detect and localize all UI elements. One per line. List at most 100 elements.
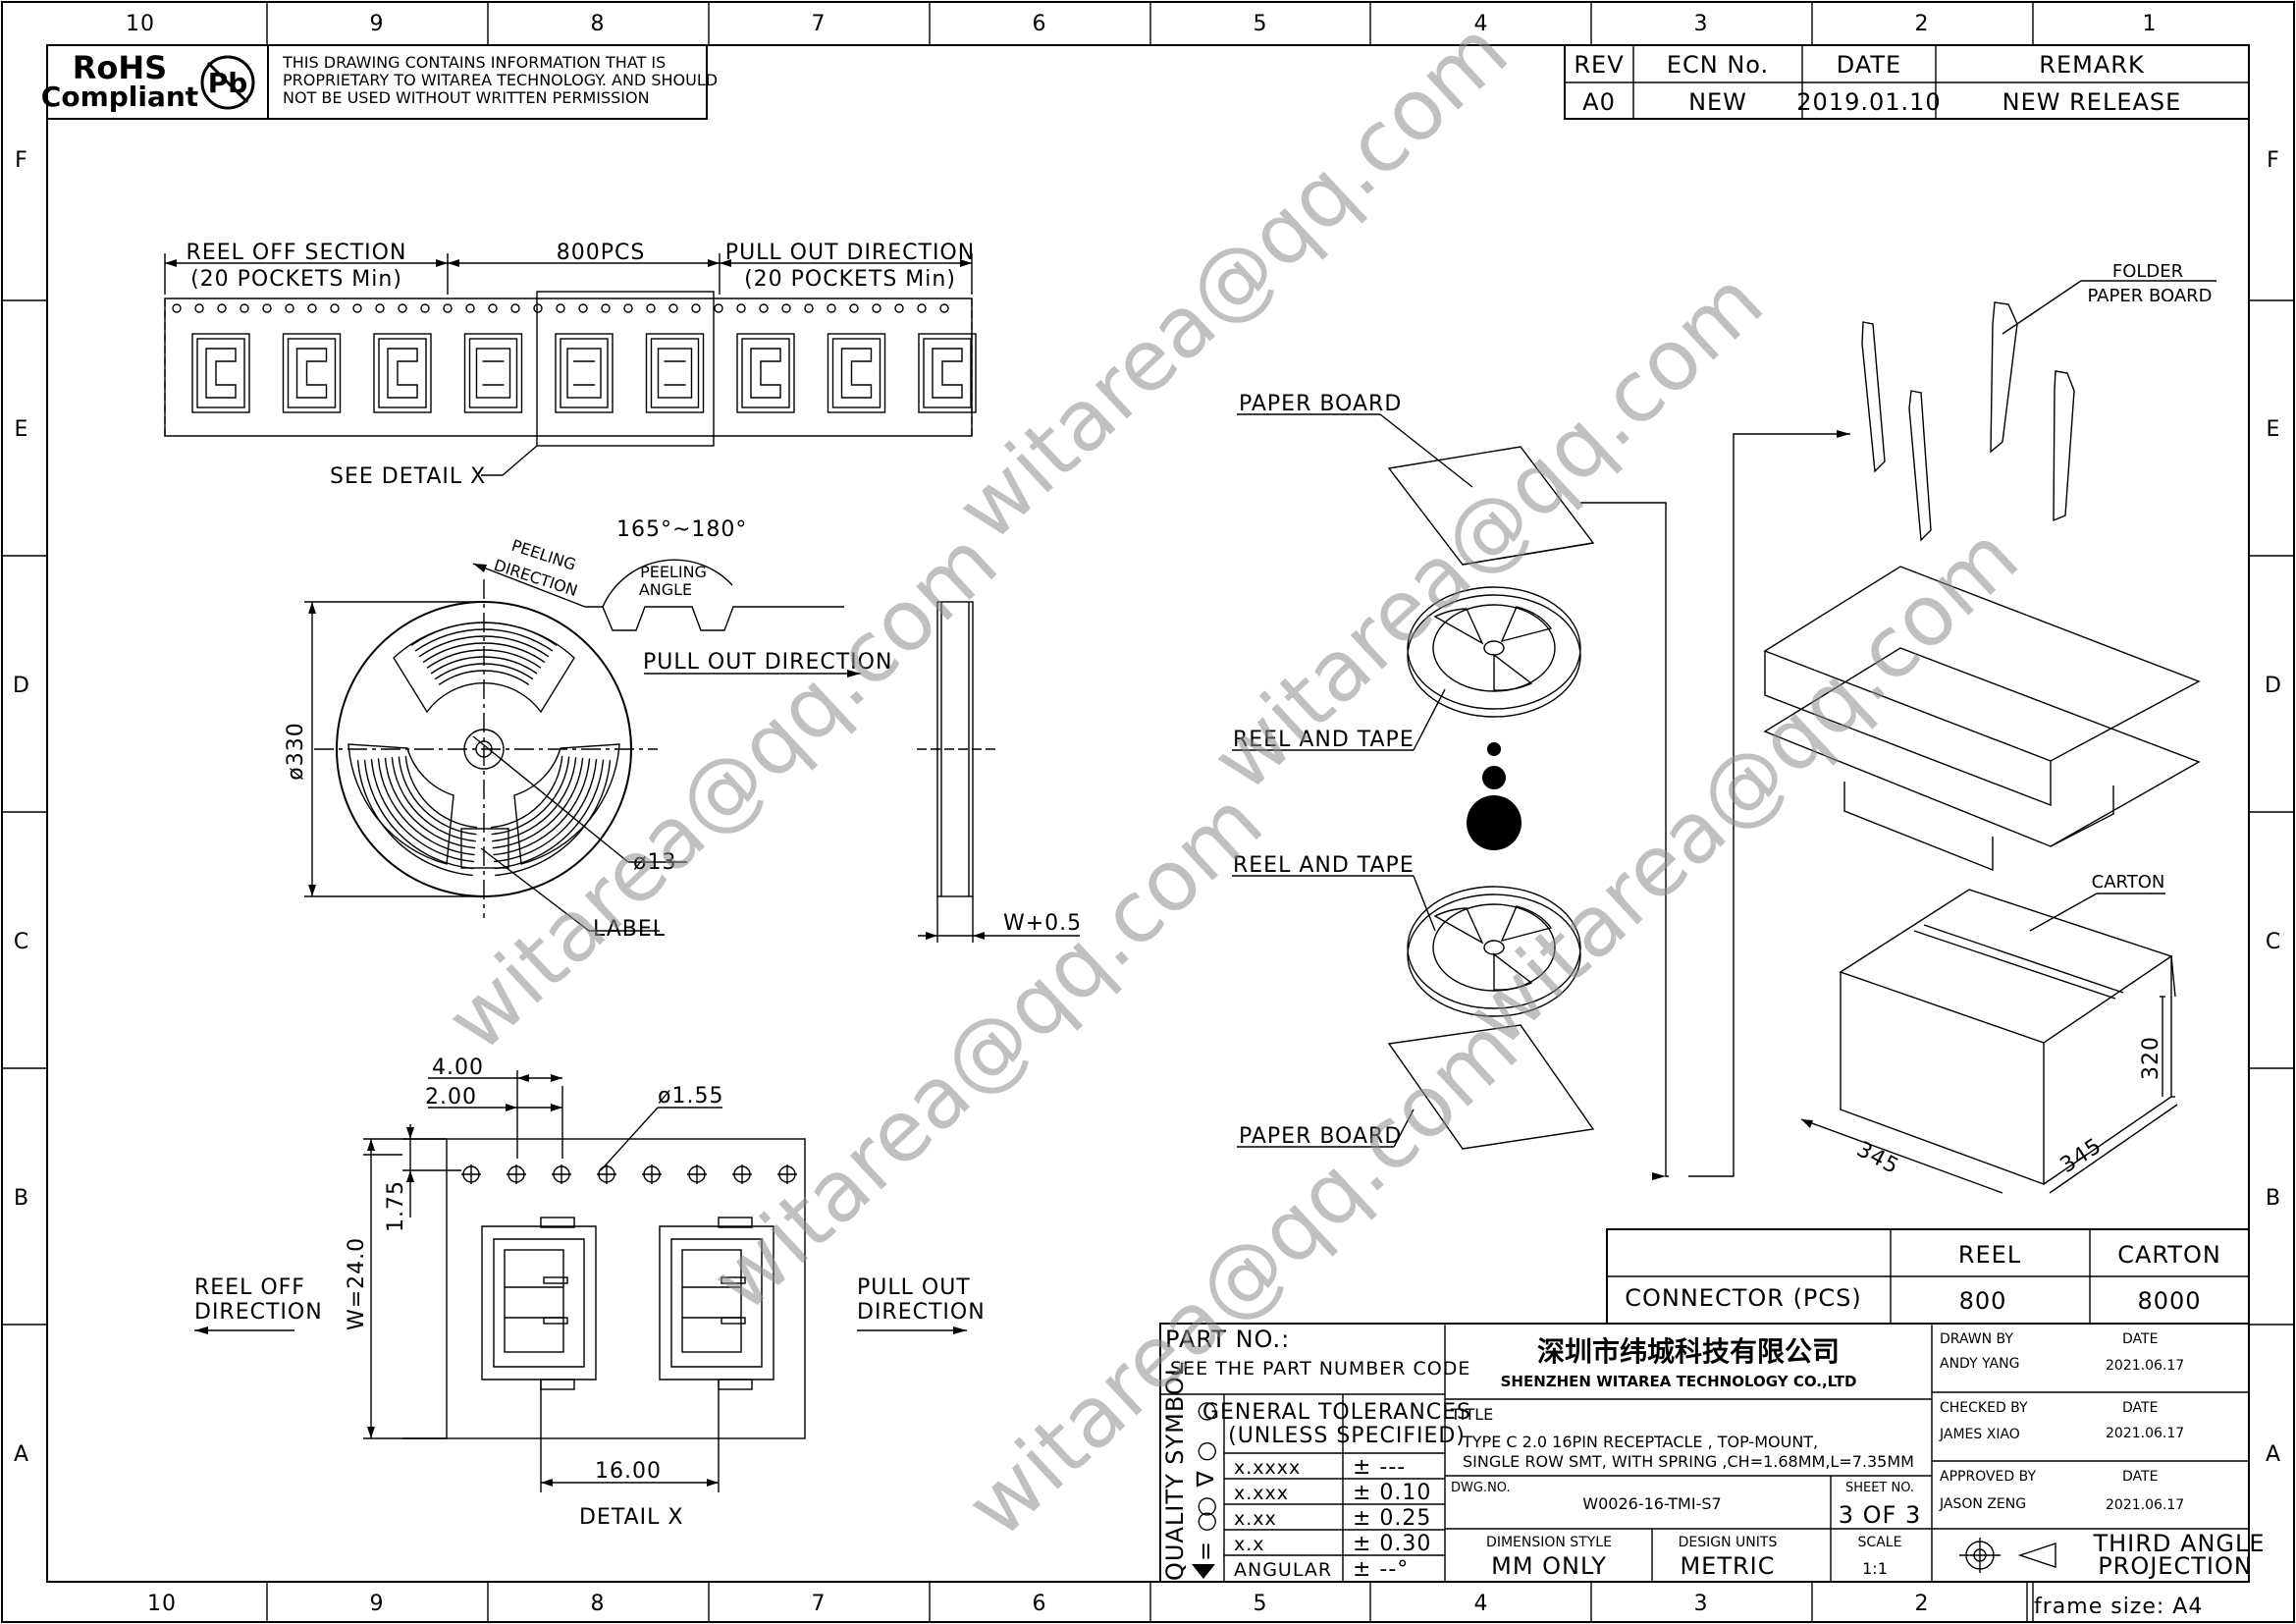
- tape-pocket: [282, 333, 342, 413]
- reel-width: W+0.5: [1003, 911, 1082, 936]
- approved-by-label: APPROVED BY: [1940, 1469, 2036, 1485]
- sprocket-hole: [465, 303, 475, 313]
- checked-date-label: DATE: [2122, 1400, 2158, 1416]
- reel-tape-arc: [422, 642, 546, 664]
- pitch-4: 4.00: [432, 1056, 484, 1080]
- row-label-left: A: [14, 1442, 29, 1467]
- design-units-label: DESIGN UNITS: [1679, 1535, 1778, 1550]
- reel-tape-arc: [356, 760, 473, 877]
- frame-size: frame size: A4: [2034, 1595, 2203, 1619]
- row-label-left: E: [15, 417, 29, 442]
- projection-label: THIRD ANGLE: [2092, 1530, 2265, 1557]
- reel-tape-arc: [434, 663, 534, 680]
- sprocket-hole: [827, 303, 836, 313]
- carrier-tape-strip: REEL OFF SECTION (20 POCKETS Min) 800PCS…: [164, 241, 977, 489]
- sprocket-hole: [759, 303, 769, 313]
- carton-label: CARTON: [2092, 872, 2165, 893]
- reel-tape-arc: [363, 759, 474, 870]
- col-label-top: 9: [370, 12, 385, 36]
- sprocket-hole: [894, 303, 904, 313]
- watermark-text: witarea@qq.com: [428, 513, 1016, 1070]
- sprocket-hole: [736, 303, 746, 313]
- col-label-bottom: 5: [1254, 1592, 1268, 1616]
- sprocket-hole: [804, 303, 814, 313]
- sprocket-hole: [781, 303, 791, 313]
- sprocket-hole: [510, 303, 520, 313]
- sprocket-hole: [172, 303, 182, 313]
- notice-line: NOT BE USED WITHOUT WRITTEN PERMISSION: [283, 88, 650, 107]
- tolerance-value: ± 0.25: [1353, 1506, 1431, 1531]
- peeling-angle-label: PEELING: [640, 563, 707, 581]
- reel-off-direction: DIRECTION: [194, 1300, 323, 1325]
- row-label-right: B: [2266, 1186, 2281, 1211]
- col-label-top: 4: [1474, 12, 1489, 36]
- reel-column-header: REEL: [1958, 1241, 2021, 1269]
- third-angle-projection-icon: [1959, 1538, 2056, 1573]
- sprocket-hole: [646, 303, 656, 313]
- scale-label: SCALE: [1858, 1535, 1902, 1550]
- col-label-bottom: 2: [1915, 1592, 1930, 1616]
- quality-symbol-mark: ○ ∇ ○: [1192, 1440, 1219, 1517]
- col-label-top: 6: [1033, 12, 1047, 36]
- rev-header: REV: [1574, 51, 1624, 79]
- ecn-header: ECN No.: [1667, 51, 1769, 79]
- col-label-top: 7: [812, 12, 827, 36]
- tape-pocket: [191, 333, 250, 413]
- reel-tape-arc: [491, 756, 570, 836]
- drawn-by-label: DRAWN BY: [1940, 1331, 2013, 1347]
- connector-row-label: CONNECTOR (PCS): [1625, 1284, 1862, 1312]
- pull-out-direction-detail: DIRECTION: [857, 1300, 986, 1325]
- reel-tape-arc: [370, 758, 475, 863]
- packing-exploded-view: PAPER BOARD REEL AND TAPE REEL AND TAPE …: [1232, 261, 2216, 1194]
- tape-pocket: [463, 333, 523, 413]
- checked-date: 2021.06.17: [2106, 1426, 2184, 1441]
- col-label-top: 8: [591, 12, 606, 36]
- col-label-top: 2: [1915, 12, 1930, 36]
- sprocket-hole: [285, 303, 294, 313]
- sprocket-hole: [601, 303, 611, 313]
- reel-and-tape-label: REEL AND TAPE: [1233, 853, 1415, 878]
- watermark-text: witarea@qq.com: [693, 773, 1281, 1330]
- sheet-number: 3 OF 3: [1839, 1501, 1922, 1529]
- reel-off-pockets-label: (20 POCKETS Min): [190, 267, 402, 292]
- title-label: TITLE: [1450, 1405, 1493, 1424]
- sprocket-hole: [240, 303, 249, 313]
- revision-table: REV ECN No. DATE REMARK A0 NEW 2019.01.1…: [1564, 44, 2250, 120]
- date-value: 2019.01.10: [1796, 88, 1941, 116]
- rohs-header: RoHS Compliant Pb THIS DRAWING CONTAINS …: [41, 44, 718, 120]
- sprocket-hole: [307, 303, 317, 313]
- row-label-left: B: [14, 1186, 29, 1211]
- tolerance-format: x.xxx: [1234, 1483, 1289, 1504]
- col-label-bottom: 8: [591, 1592, 606, 1616]
- pb-symbol: Pb: [208, 67, 248, 99]
- sprocket-hole: [623, 303, 633, 313]
- sprocket-hole: [262, 303, 272, 313]
- folder-label: FOLDER: [2112, 261, 2183, 282]
- sprocket-hole: [352, 303, 362, 313]
- hole-diameter: ø1.55: [658, 1084, 723, 1109]
- hub-diameter: ø13: [633, 850, 676, 875]
- tolerance-title: (UNLESS SPECIFIED): [1228, 1424, 1466, 1448]
- watermark-text: witarea@qq.com: [1449, 508, 2037, 1065]
- pull-out-direction-reel: PULL OUT DIRECTION: [643, 650, 892, 675]
- sheet-label: SHEET NO.: [1845, 1481, 1914, 1495]
- carton-quantity: 8000: [2137, 1287, 2201, 1315]
- sprocket-hole: [714, 303, 723, 313]
- row-label-right: F: [2267, 148, 2280, 173]
- tolerance-title: GENERAL TOLERANCES: [1202, 1400, 1471, 1425]
- reel-tape-arc: [492, 757, 584, 849]
- pull-out-direction-detail: PULL OUT: [857, 1275, 971, 1300]
- col-label-bottom: 7: [812, 1592, 827, 1616]
- reel-tape-arc: [384, 757, 476, 849]
- reel-front-view: LABEL ø13 ø330 PEELING DIRECTION 165°~18…: [284, 517, 892, 942]
- quality-symbol-label: QUALITY SYMBOL: [1161, 1362, 1189, 1581]
- dwg-number: W0026-16-TMI-S7: [1582, 1494, 1721, 1513]
- row-label-right: C: [2266, 930, 2281, 954]
- sprocket-hole: [668, 303, 678, 313]
- sprocket-hole: [375, 303, 385, 313]
- row-label-right: D: [2265, 674, 2282, 698]
- reel-tape-arc: [418, 635, 550, 658]
- part-no-label: PART NO.:: [1165, 1326, 1290, 1353]
